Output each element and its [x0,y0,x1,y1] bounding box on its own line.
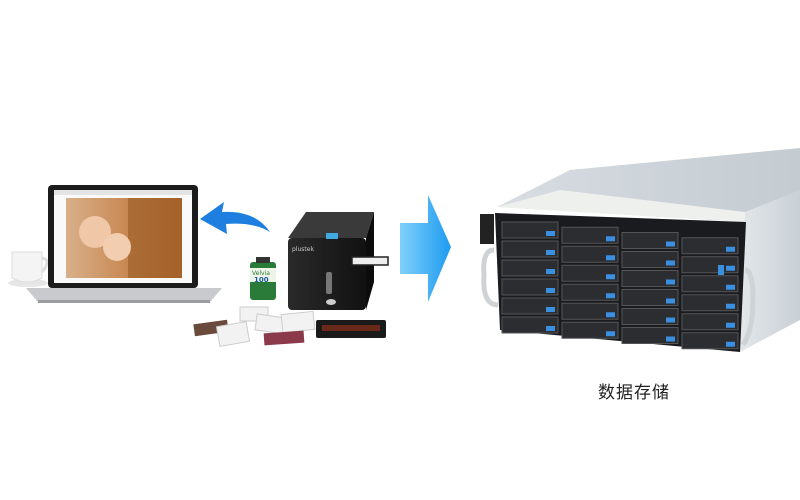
drive-release-tab[interactable] [546,269,555,274]
drive-release-tab[interactable] [546,288,555,293]
film-canister: Velvia 100 [250,257,276,300]
coffee-mug [8,251,49,287]
drive-bay[interactable] [681,313,739,331]
drive-bay[interactable] [501,278,559,296]
drive-release-tab[interactable] [546,307,555,312]
drive-release-tab[interactable] [666,241,675,247]
drive-bay[interactable] [501,259,559,277]
drive-release-tab[interactable] [546,326,555,331]
caption-data-storage: 数据存储 [598,383,670,403]
drive-bay[interactable] [681,275,739,293]
drive-release-tab[interactable] [666,260,675,266]
drive-release-tab[interactable] [546,231,555,236]
drive-bay[interactable] [621,232,679,249]
drive-bay[interactable] [501,221,559,239]
drive-release-tab[interactable] [666,317,675,323]
drive-bay[interactable] [681,332,739,350]
drive-bay[interactable] [681,237,739,255]
drive-bay[interactable] [621,270,679,287]
drive-bay[interactable] [501,240,559,258]
drive-release-tab[interactable] [726,246,735,252]
power-panel [480,214,494,244]
drive-bay[interactable] [561,245,619,263]
film-brand-label: Velvia [252,270,270,277]
drive-release-tab[interactable] [726,341,735,347]
drive-release-tab[interactable] [546,250,555,255]
drive-bay[interactable] [561,302,619,320]
drive-release-tab[interactable] [726,284,735,290]
drive-release-tab[interactable] [606,331,615,337]
laptop [26,185,222,303]
drive-release-tab[interactable] [726,303,735,309]
film-scanner: plustek [288,212,389,310]
drive-release-tab[interactable] [666,298,675,304]
drive-bay[interactable] [501,297,559,315]
drive-release-tab[interactable] [606,274,615,280]
drive-release-tab[interactable] [606,255,615,261]
drive-bay[interactable] [681,294,739,312]
drive-release-tab[interactable] [606,293,615,299]
slides-and-film [193,306,386,348]
film-iso-label: 100 [254,276,269,284]
drive-bay[interactable] [561,264,619,282]
drive-bay[interactable] [501,316,559,334]
arrow-right-icon [400,195,451,302]
storage-server [480,148,800,352]
drive-bay[interactable] [561,321,619,339]
drive-release-tab[interactable] [726,265,735,271]
drive-bay[interactable] [621,289,679,306]
drive-bay[interactable] [561,226,619,244]
scanner-brand-label: plustek [292,246,314,253]
drive-release-tab[interactable] [666,336,675,342]
drive-release-tab[interactable] [606,312,615,318]
drive-bay[interactable] [561,283,619,301]
drive-release-tab[interactable] [606,236,615,242]
drive-bays [501,221,739,350]
curved-arrow-icon [200,202,270,234]
drive-bay[interactable] [621,327,679,344]
drive-release-tab[interactable] [666,279,675,285]
drive-release-tab[interactable] [726,322,735,328]
drive-bay[interactable] [621,308,679,325]
drive-bay[interactable] [621,251,679,268]
